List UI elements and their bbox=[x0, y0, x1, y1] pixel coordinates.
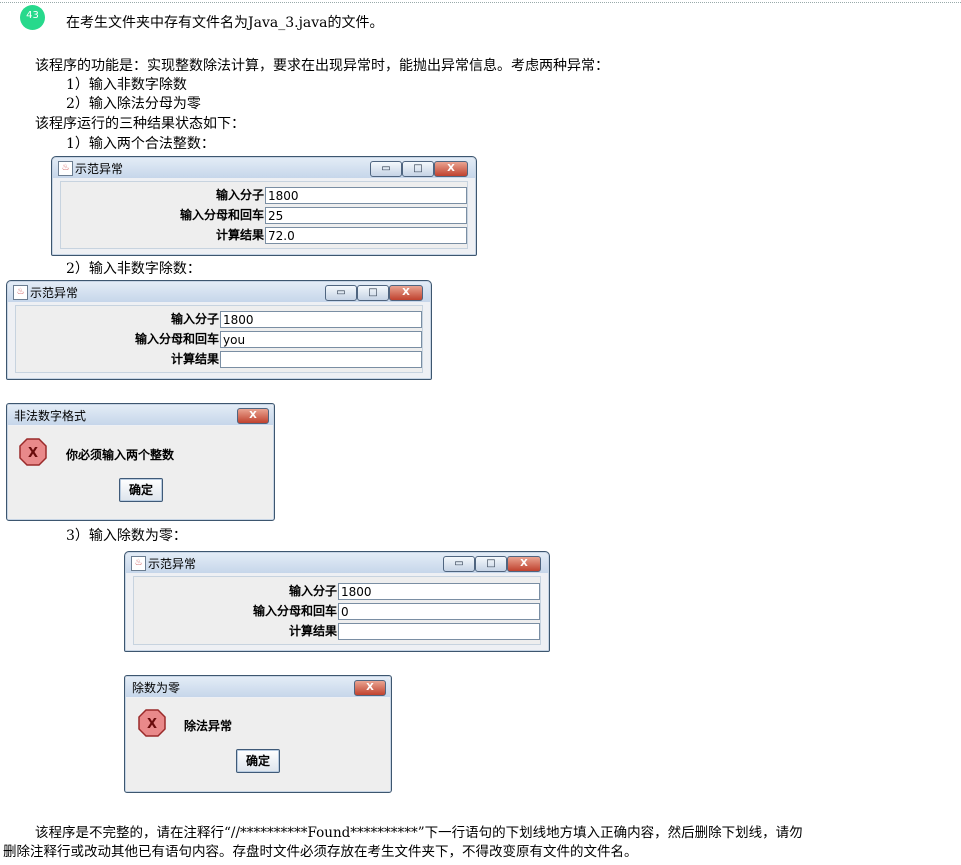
window-title: 示范异常 bbox=[75, 162, 124, 176]
title-bar: ♨ 示范异常 ▭ □ X bbox=[53, 158, 475, 178]
window-body: 输入分子 1800 输入分母和回车 0 计算结果 bbox=[133, 576, 541, 645]
minimize-button[interactable]: ▭ bbox=[370, 161, 402, 177]
states-intro: 该程序运行的三种结果状态如下： bbox=[35, 116, 245, 132]
result-field[interactable]: 72.0 bbox=[265, 227, 467, 244]
error-message: 除法异常 bbox=[184, 719, 233, 733]
numerator-label: 输入分子 bbox=[170, 312, 219, 326]
numerator-field[interactable]: 1800 bbox=[265, 187, 467, 204]
denominator-field[interactable]: 25 bbox=[265, 207, 467, 224]
exception-2: 2）输入除法分母为零 bbox=[66, 96, 201, 112]
intro-text: 在考生文件夹中存有文件名为Java_3.java的文件。 bbox=[66, 15, 384, 31]
ok-button[interactable]: 确定 bbox=[236, 749, 280, 773]
dialog-body: X 你必须输入两个整数 确定 bbox=[8, 426, 273, 519]
error-icon: X bbox=[19, 438, 47, 466]
top-divider bbox=[0, 2, 961, 3]
java-icon: ♨ bbox=[58, 161, 73, 176]
state-1-caption: 1）输入两个合法整数： bbox=[66, 136, 215, 152]
denominator-label: 输入分母和回车 bbox=[179, 208, 264, 222]
close-button[interactable]: X bbox=[507, 556, 541, 572]
ok-button[interactable]: 确定 bbox=[119, 478, 163, 502]
java-icon: ♨ bbox=[13, 285, 28, 300]
denominator-label: 输入分母和回车 bbox=[134, 332, 219, 346]
dialog-title: 非法数字格式 bbox=[14, 409, 87, 423]
numerator-label: 输入分子 bbox=[288, 584, 337, 598]
exception-1: 1）输入非数字除数 bbox=[66, 77, 187, 93]
demo-window-3: ♨ 示范异常 ▭ □ X 输入分子 1800 输入分母和回车 0 计算结果 bbox=[124, 551, 550, 652]
question-number-badge: 43 bbox=[20, 5, 45, 30]
result-label: 计算结果 bbox=[170, 352, 219, 366]
title-bar: 非法数字格式 X bbox=[8, 405, 273, 425]
minimize-button[interactable]: ▭ bbox=[443, 556, 475, 572]
java-icon: ♨ bbox=[131, 556, 146, 571]
footer-instruction-1: 该程序是不完整的，请在注释行“//**********Found********… bbox=[35, 825, 803, 841]
state-3-caption: 3）输入除数为零： bbox=[66, 528, 187, 544]
close-button[interactable]: X bbox=[354, 680, 386, 696]
state-2-caption: 2）输入非数字除数： bbox=[66, 261, 201, 277]
demo-window-1: ♨ 示范异常 ▭ □ X 输入分子 1800 输入分母和回车 25 计算结果 7… bbox=[51, 156, 477, 256]
result-field[interactable] bbox=[338, 623, 540, 640]
dialog-body: X 除法异常 确定 bbox=[126, 698, 390, 791]
denominator-label: 输入分母和回车 bbox=[252, 604, 337, 618]
title-bar: ♨ 示范异常 ▭ □ X bbox=[8, 282, 430, 302]
window-body: 输入分子 1800 输入分母和回车 you 计算结果 bbox=[15, 305, 423, 373]
footer-instruction-2: 删除注释行或改动其他已有语句内容。存盘时文件必须存放在考生文件夹下，不得改变原有… bbox=[3, 844, 638, 860]
close-button[interactable]: X bbox=[237, 408, 269, 424]
format-error-dialog: 非法数字格式 X X 你必须输入两个整数 确定 bbox=[6, 403, 275, 521]
title-bar: ♨ 示范异常 ▭ □ X bbox=[126, 553, 548, 573]
result-label: 计算结果 bbox=[288, 624, 337, 638]
error-icon: X bbox=[138, 709, 166, 737]
numerator-field[interactable]: 1800 bbox=[338, 583, 540, 600]
error-message: 你必须输入两个整数 bbox=[66, 448, 175, 462]
window-body: 输入分子 1800 输入分母和回车 25 计算结果 72.0 bbox=[60, 181, 468, 249]
denominator-field[interactable]: you bbox=[220, 331, 422, 348]
zero-error-dialog: 除数为零 X X 除法异常 确定 bbox=[124, 675, 392, 793]
svg-text:X: X bbox=[147, 717, 157, 732]
function-description: 该程序的功能是：实现整数除法计算，要求在出现异常时，能抛出异常信息。考虑两种异常… bbox=[35, 58, 609, 74]
close-button[interactable]: X bbox=[434, 161, 468, 177]
minimize-button[interactable]: ▭ bbox=[325, 285, 357, 301]
demo-window-2: ♨ 示范异常 ▭ □ X 输入分子 1800 输入分母和回车 you 计算结果 bbox=[6, 280, 432, 380]
maximize-button[interactable]: □ bbox=[357, 285, 389, 301]
numerator-field[interactable]: 1800 bbox=[220, 311, 422, 328]
result-label: 计算结果 bbox=[215, 228, 264, 242]
dialog-title: 除数为零 bbox=[132, 681, 181, 695]
result-field[interactable] bbox=[220, 351, 422, 368]
title-bar: 除数为零 X bbox=[126, 677, 390, 697]
close-button[interactable]: X bbox=[389, 285, 423, 301]
maximize-button[interactable]: □ bbox=[402, 161, 434, 177]
maximize-button[interactable]: □ bbox=[475, 556, 507, 572]
window-title: 示范异常 bbox=[30, 286, 79, 300]
svg-text:X: X bbox=[28, 446, 38, 461]
window-title: 示范异常 bbox=[148, 557, 197, 571]
numerator-label: 输入分子 bbox=[215, 188, 264, 202]
denominator-field[interactable]: 0 bbox=[338, 603, 540, 620]
